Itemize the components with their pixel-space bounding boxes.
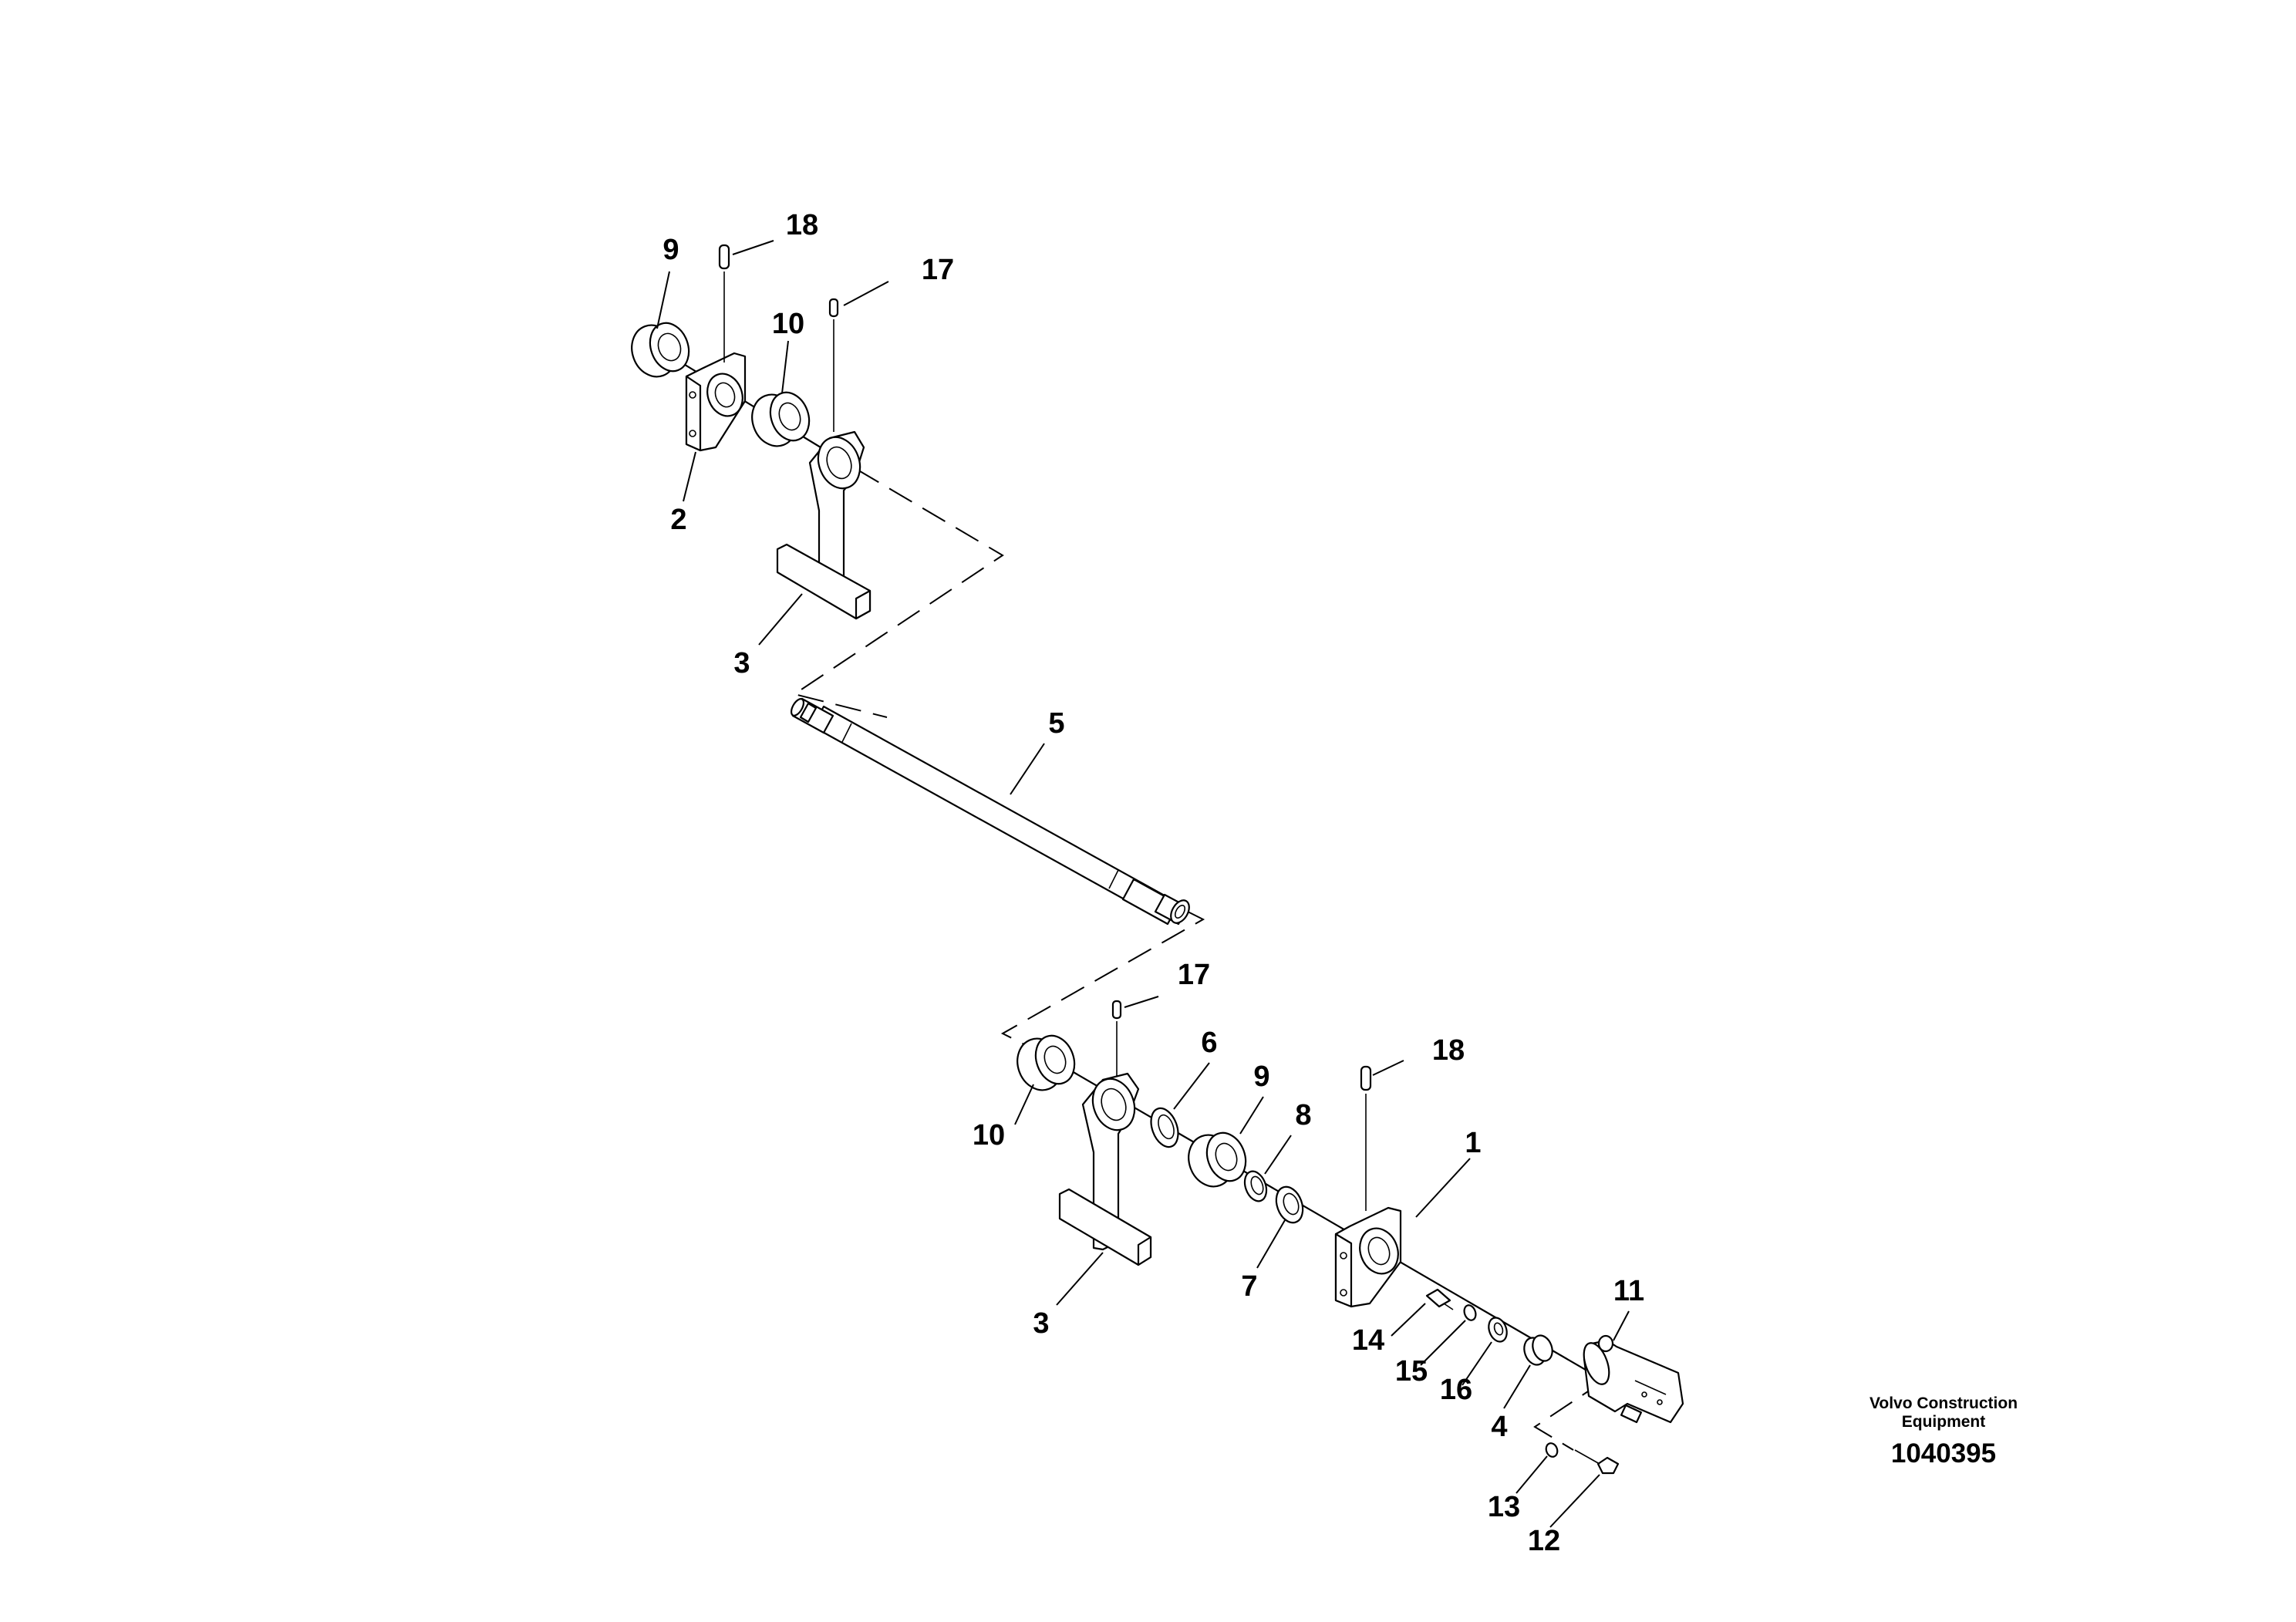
pin-part-17-lower: [1111, 1000, 1122, 1080]
credit-block: Volvo Construction Equipment 1040395: [1870, 1394, 2018, 1469]
callout-labels: 9 18 17 10 2 3 5 17 6 9 8 18 1 10 7 3 11…: [663, 209, 1644, 1557]
bracket-part-1: [1334, 1206, 1402, 1308]
pin-part-17-upper: [828, 298, 839, 432]
shaft-part-5: [790, 697, 1190, 926]
bearing-part-9-upper: [631, 322, 690, 378]
document-number: 1040395: [1891, 1438, 1996, 1469]
callout-7: 7: [1241, 1270, 1257, 1303]
callout-10-lower: 10: [973, 1119, 1005, 1152]
bearing-part-10-lower: [1017, 1034, 1076, 1091]
callout-14: 14: [1352, 1324, 1384, 1357]
pin-part-18-upper: [718, 244, 730, 363]
callout-9-lower: 9: [1253, 1061, 1269, 1093]
pin-part-18-lower: [1360, 1065, 1372, 1211]
washer-part-6: [1150, 1107, 1179, 1148]
snap-ring-part-8: [1243, 1170, 1268, 1202]
callout-10-upper: 10: [772, 308, 804, 340]
callout-18-upper: 18: [786, 209, 818, 241]
washer-part-16: [1488, 1317, 1508, 1343]
callout-8: 8: [1295, 1099, 1311, 1131]
bolt-part-14: [1425, 1288, 1454, 1310]
callout-17-upper: 17: [922, 254, 954, 286]
credit-line-1: Volvo Construction: [1870, 1394, 2018, 1412]
callout-9-upper: 9: [663, 234, 679, 266]
pedal-arm-part-3-lower: [1058, 1072, 1152, 1266]
callout-16: 16: [1440, 1374, 1472, 1406]
callout-18-lower: 18: [1432, 1034, 1465, 1067]
callout-1: 1: [1465, 1127, 1481, 1159]
washer-part-7: [1275, 1185, 1304, 1224]
callout-15: 15: [1395, 1355, 1428, 1388]
bearing-part-9-lower: [1188, 1131, 1247, 1188]
callout-3-lower: 3: [1033, 1307, 1049, 1340]
washer-part-13: [1545, 1442, 1559, 1458]
callout-3-upper: 3: [733, 647, 750, 679]
callout-5: 5: [1048, 707, 1064, 740]
callout-12: 12: [1528, 1525, 1560, 1557]
bracket-part-2: [685, 352, 747, 452]
washer-part-15: [1463, 1304, 1477, 1321]
callout-11: 11: [1613, 1275, 1644, 1307]
callout-6: 6: [1201, 1027, 1217, 1059]
credit-line-2: Equipment: [1902, 1413, 1986, 1431]
callout-17-lower: 17: [1178, 959, 1210, 991]
pedal-arm-part-3-upper: [776, 430, 872, 620]
sensor-part-11: [1583, 1334, 1684, 1424]
bolt-part-12: [1574, 1449, 1620, 1475]
callout-2: 2: [670, 504, 686, 536]
callout-13: 13: [1488, 1491, 1520, 1523]
callout-leaders: [656, 240, 1630, 1528]
callout-4: 4: [1491, 1411, 1507, 1443]
bearing-part-10-upper: [751, 391, 811, 447]
bushing-part-4: [1523, 1334, 1553, 1366]
